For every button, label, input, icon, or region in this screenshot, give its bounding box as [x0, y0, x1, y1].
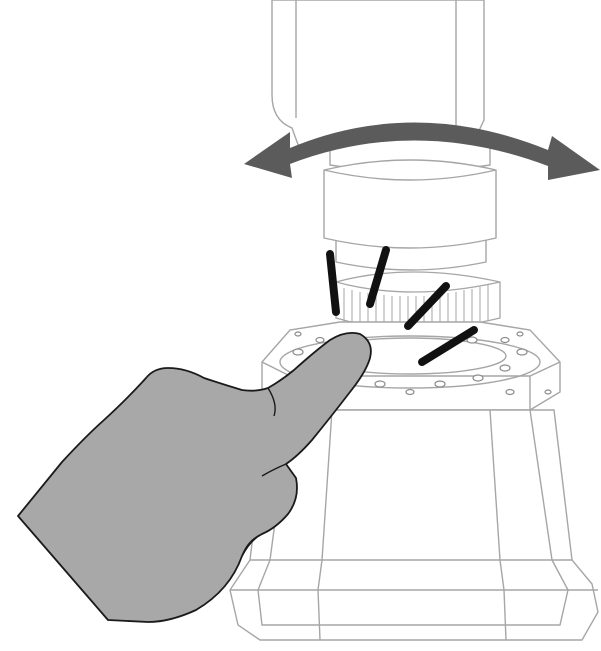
illustration-canvas — [0, 0, 601, 651]
robot-joint-illustration — [0, 0, 601, 651]
